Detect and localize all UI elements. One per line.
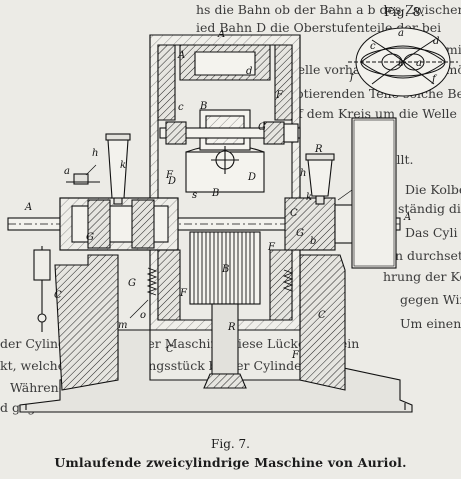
letter-G-3: G xyxy=(296,228,304,239)
left-oil-cup xyxy=(105,133,131,205)
letter-a-small: a xyxy=(64,166,70,177)
fig7-label: Fig. 7. xyxy=(211,437,250,451)
background-text-line: ständig die xyxy=(398,201,461,216)
fig8-letter-c: c xyxy=(370,41,376,52)
letter-h-1: h xyxy=(92,148,98,159)
fig8-letter-f-left: f xyxy=(349,72,356,83)
background-text-line: Um einen xyxy=(400,316,461,331)
letter-B-2: B xyxy=(211,188,219,199)
leader-lines xyxy=(85,164,353,319)
letter-A-upper: A xyxy=(177,50,185,61)
letter-C-1: C xyxy=(54,290,62,301)
letter-k-1: k xyxy=(120,160,126,171)
background-text-line: hs die Bahn ob der Bahn a b des Zwischen… xyxy=(196,2,461,17)
fig8-letter-a-side: a xyxy=(416,58,422,69)
fig8-diagram xyxy=(348,27,458,97)
background-text-line: Die Kolben xyxy=(405,182,461,197)
letter-s: s xyxy=(192,190,197,201)
letter-F-3: F xyxy=(267,242,276,253)
lower-piston xyxy=(189,231,261,389)
letter-G-1: G xyxy=(86,232,94,243)
letter-A-right: A xyxy=(403,212,411,223)
letter-A-top: A xyxy=(217,29,225,40)
background-text-line: ied Bahn D die Oberstufenteile der bei xyxy=(196,20,442,35)
right-oil-cup xyxy=(305,153,335,205)
letter-c-small: c xyxy=(178,102,184,113)
letter-D-2: D xyxy=(247,172,256,183)
fig8-label: Fig. 8. xyxy=(384,4,425,19)
fig7-drawing xyxy=(7,34,413,413)
letter-C-4: C xyxy=(290,208,298,219)
left-lever xyxy=(33,173,100,332)
letter-F-5: F xyxy=(291,350,300,361)
letter-G-4: G xyxy=(258,122,266,133)
letter-F-1: F xyxy=(275,90,284,101)
spring xyxy=(146,267,294,296)
fig8-letter-f-right: f xyxy=(431,74,438,85)
letter-k-2: k xyxy=(306,192,312,203)
letter-G-2: G xyxy=(128,278,136,289)
letter-C-2: C xyxy=(318,310,326,321)
letter-B-1: B xyxy=(199,101,207,112)
background-text-line: gegen Wirk xyxy=(400,292,461,307)
background-text-line: n durchsetzt xyxy=(395,248,461,263)
letter-D-1: D xyxy=(167,176,176,187)
figure-caption: Umlaufende zweicylindrige Maschine von A… xyxy=(54,455,407,470)
letter-F-4: F xyxy=(179,288,188,299)
letter-o: o xyxy=(140,310,146,321)
cross-shaft xyxy=(159,121,301,145)
fig8-letter-b: b xyxy=(398,58,404,69)
background-text-line: hrung der Kolben xyxy=(383,269,461,284)
letter-B-3: B xyxy=(221,264,229,275)
right-pulley xyxy=(351,117,397,269)
letter-h-2: h xyxy=(300,168,306,179)
letter-A-left: A xyxy=(24,202,32,213)
letter-b-small: b xyxy=(310,236,316,247)
letter-C-3: C xyxy=(166,344,174,355)
letter-F-2: F xyxy=(165,170,174,181)
fig8-letter-a-top: a xyxy=(398,28,404,39)
main-shaft xyxy=(7,197,401,251)
letter-m: m xyxy=(118,320,127,331)
letter-R-1: R xyxy=(314,144,323,155)
fig8-letter-d: d xyxy=(433,36,439,47)
letter-d-small: d xyxy=(246,66,252,77)
background-text-line: Das Cyli xyxy=(405,225,458,240)
letter-R-2: R xyxy=(227,322,236,333)
left-pedestal xyxy=(54,254,119,391)
right-pedestal xyxy=(299,254,346,391)
